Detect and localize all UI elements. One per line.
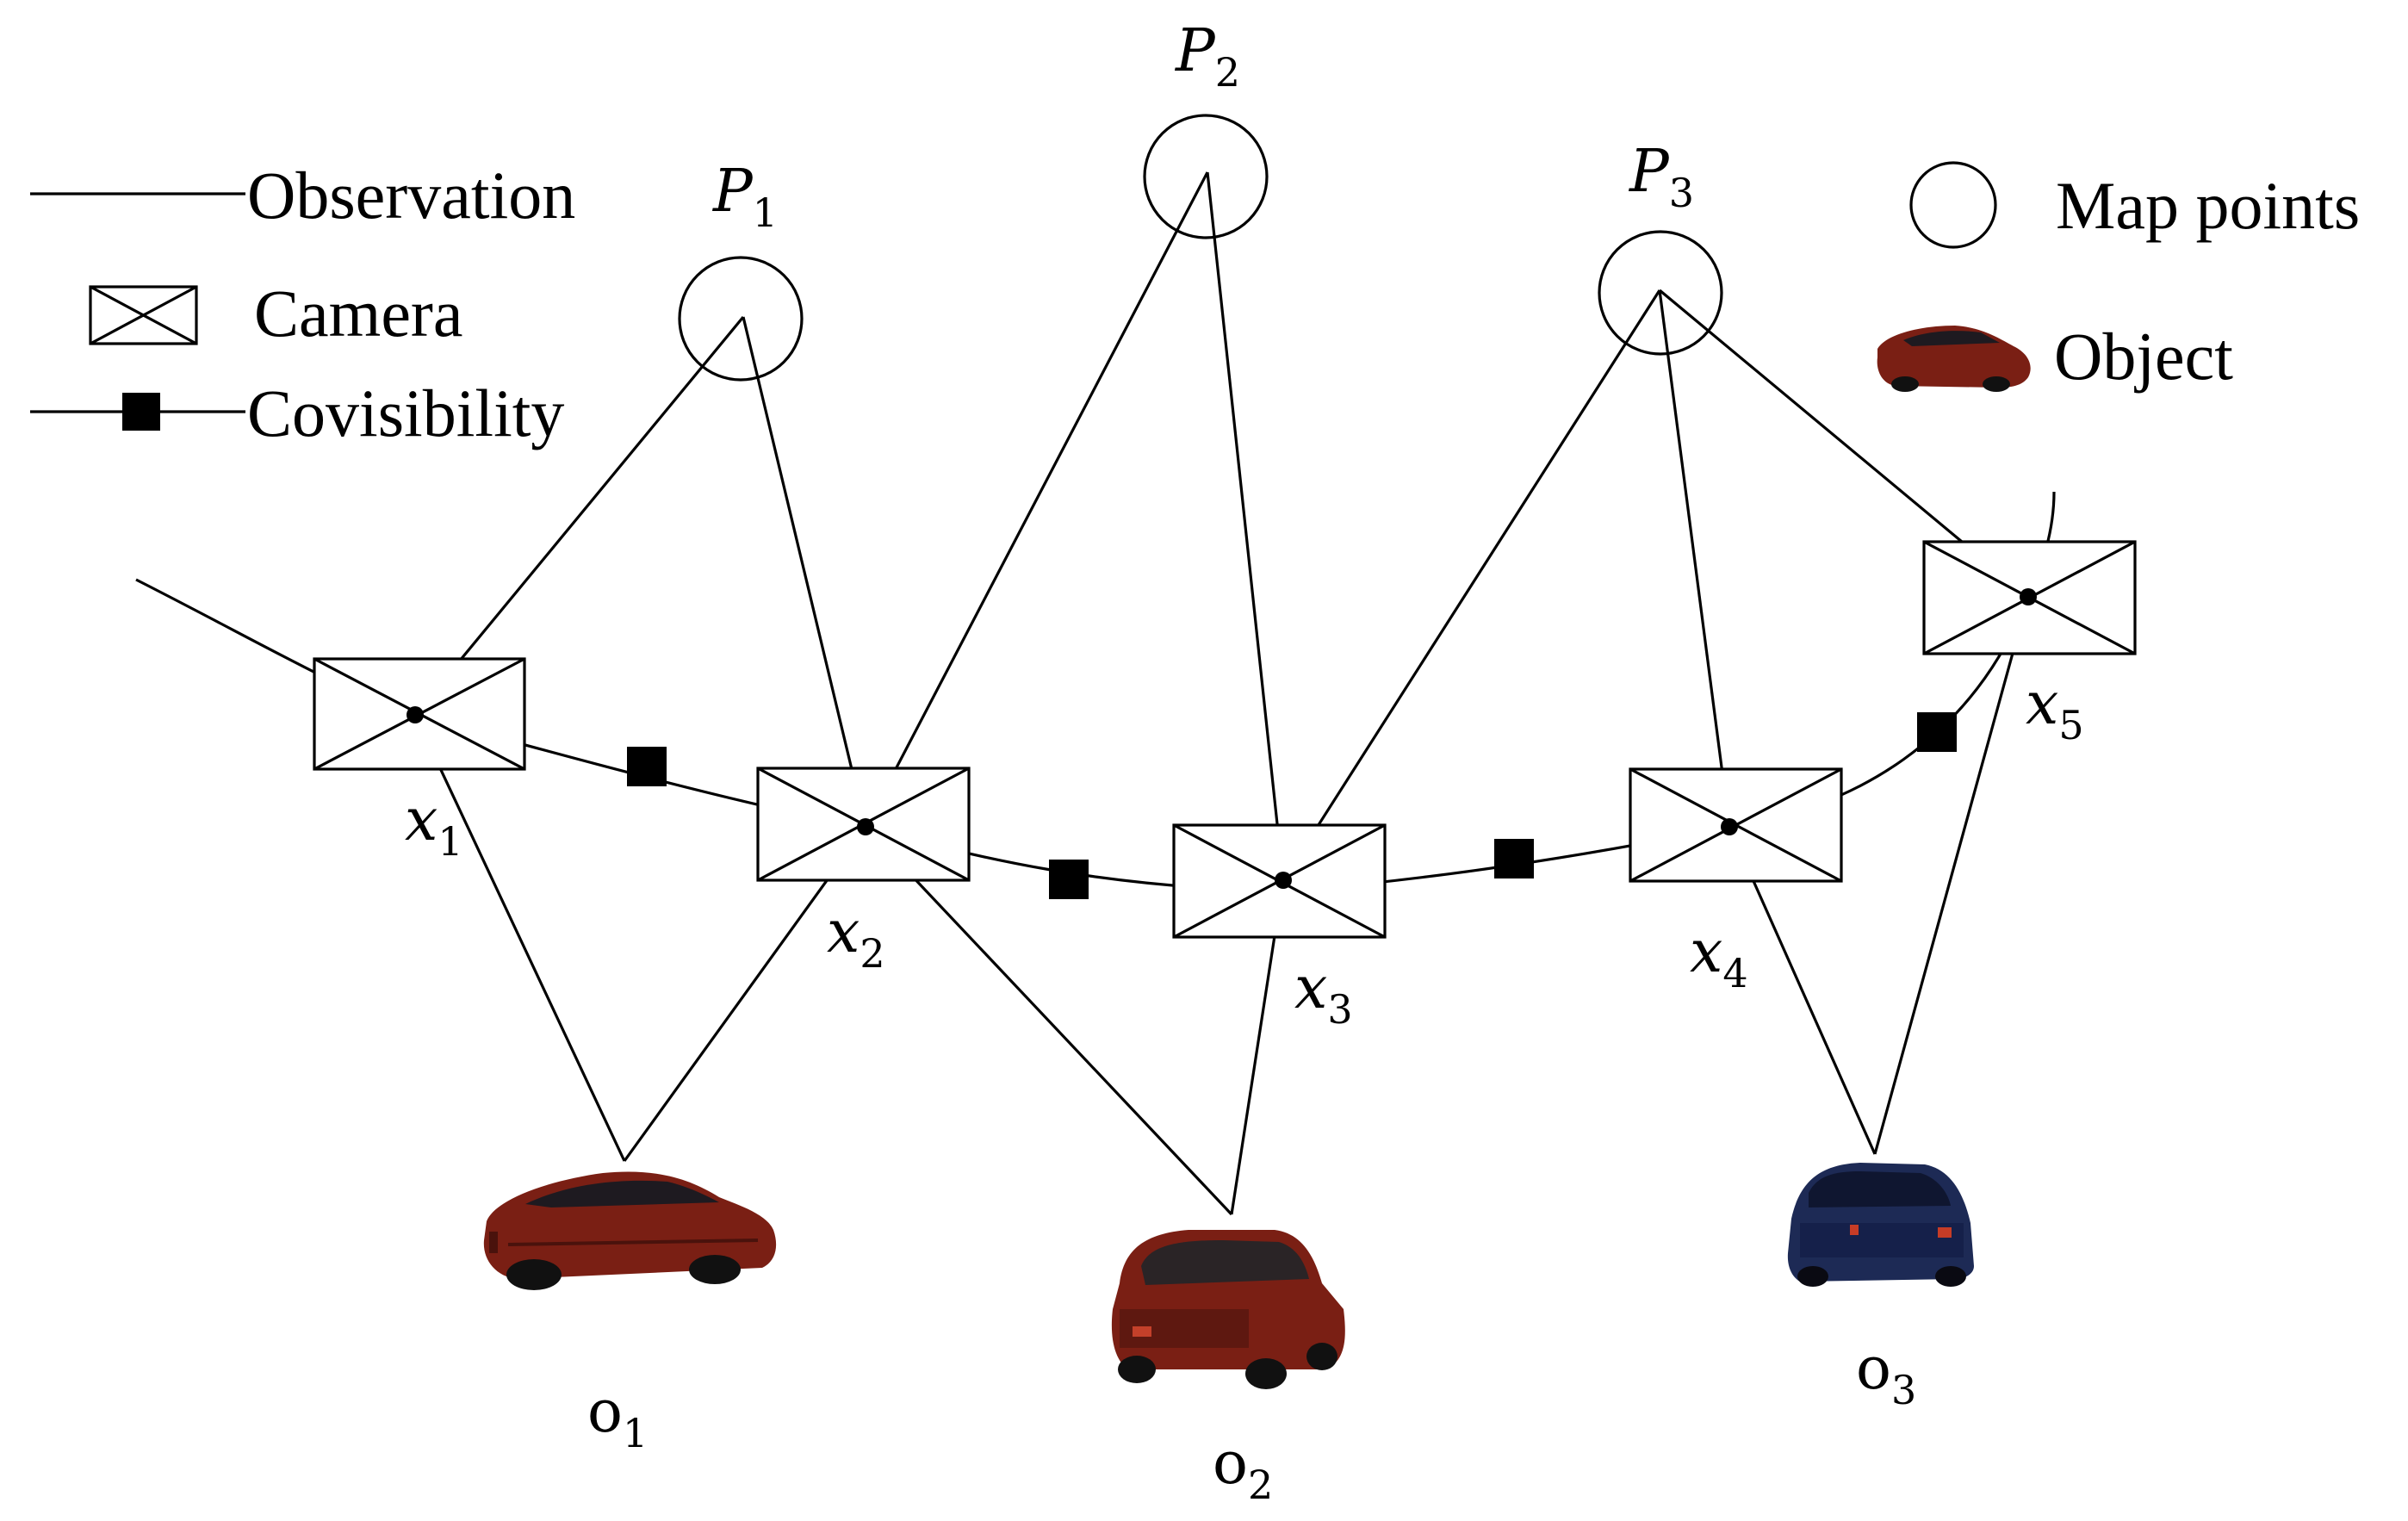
camera-x1 [313, 657, 526, 771]
object-label-o1: o1 [587, 1378, 648, 1456]
legend-map-points-label: Map points [2056, 168, 2360, 243]
covisibility-marker [627, 747, 667, 786]
map-point-label-p2: P2 [1174, 17, 1240, 96]
legend-covisibility-label: Covisibility [247, 376, 564, 450]
camera-x4 [1629, 767, 1843, 883]
observation-lines-map-points [413, 171, 2030, 881]
legend-object-car-icon [1877, 326, 2031, 392]
covisibility-marker [1494, 839, 1534, 878]
object-label-o2: o2 [1213, 1430, 1273, 1508]
camera-x5 [1922, 540, 2137, 655]
legend-camera-icon [89, 285, 198, 345]
object-o2-car-image [1111, 1230, 1345, 1389]
legend-object-label: Object [2054, 319, 2233, 394]
legend-camera-label: Camera [254, 276, 463, 351]
legend-covisibility-icon [30, 393, 245, 431]
camera-label-x5: x5 [2026, 670, 2084, 748]
map-point-label-p3: P3 [1628, 138, 1694, 216]
map-point-p1 [678, 256, 804, 382]
covisibility-marker [1049, 860, 1089, 899]
legend-observation-label: Observation [247, 158, 575, 233]
legend-right: Map points Object [1877, 161, 2360, 394]
object-o1-car-image [483, 1171, 777, 1290]
object-o3-car-image [1787, 1163, 1974, 1287]
covisibility-marker [1917, 712, 1957, 752]
observation-lines-objects [413, 596, 2030, 1216]
map-point-label-p1: P1 [711, 158, 778, 236]
camera-x2 [756, 767, 971, 882]
camera-label-x4: x4 [1690, 918, 1748, 996]
camera-label-x1: x1 [405, 786, 463, 865]
camera-label-x3: x3 [1294, 954, 1353, 1033]
object-label-o3: o3 [1856, 1335, 1916, 1413]
legend: Observation Camera Covisibility [30, 158, 575, 450]
map-point-p2 [1143, 114, 1269, 239]
map-point-p3 [1598, 230, 1723, 356]
camera-x3 [1172, 823, 1387, 939]
camera-label-x2: x2 [827, 898, 885, 977]
legend-map-point-icon [1909, 161, 1997, 249]
